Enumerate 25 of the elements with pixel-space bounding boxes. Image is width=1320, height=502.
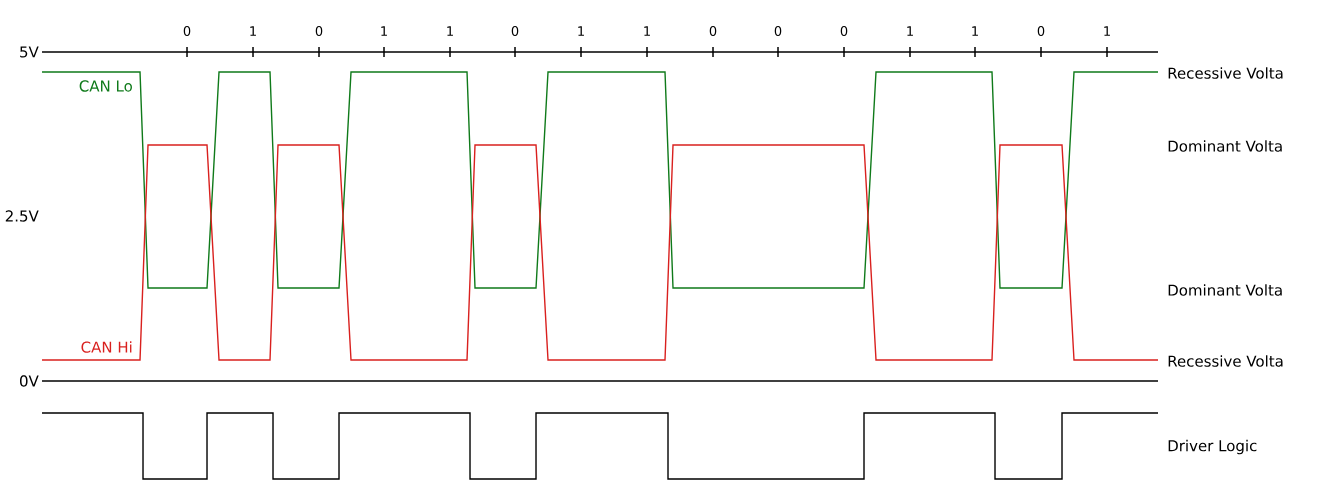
signal-label: CAN Hi xyxy=(81,341,132,353)
bit-label: 0 xyxy=(315,26,323,36)
bit-label: 0 xyxy=(511,26,519,36)
voltage-label: 5V xyxy=(20,46,39,58)
bit-label: 1 xyxy=(447,26,453,36)
bit-label: 0 xyxy=(774,26,782,36)
bit-label: 0 xyxy=(183,26,191,36)
level-label: Dominant Volta xyxy=(1168,284,1282,296)
bit-label: 1 xyxy=(644,26,650,36)
bit-label: 1 xyxy=(907,26,913,36)
voltage-label: 2.5V xyxy=(5,210,39,222)
level-label: Recessive Volta xyxy=(1168,355,1283,367)
voltage-label: 0V xyxy=(20,375,39,387)
bit-label: 1 xyxy=(1104,26,1110,36)
bit-label: 0 xyxy=(709,26,717,36)
signal-label: Driver Logic xyxy=(1168,439,1257,455)
signal-label: CAN Lo xyxy=(79,80,132,92)
level-label: Recessive Volta xyxy=(1168,67,1283,79)
bit-label: 0 xyxy=(1037,26,1045,36)
bit-label: 1 xyxy=(578,26,584,36)
bit-label: 0 xyxy=(840,26,848,36)
level-label: Dominant Volta xyxy=(1168,140,1282,152)
bit-label: 1 xyxy=(972,26,978,36)
bit-label: 1 xyxy=(381,26,387,36)
bit-label: 1 xyxy=(250,26,256,36)
